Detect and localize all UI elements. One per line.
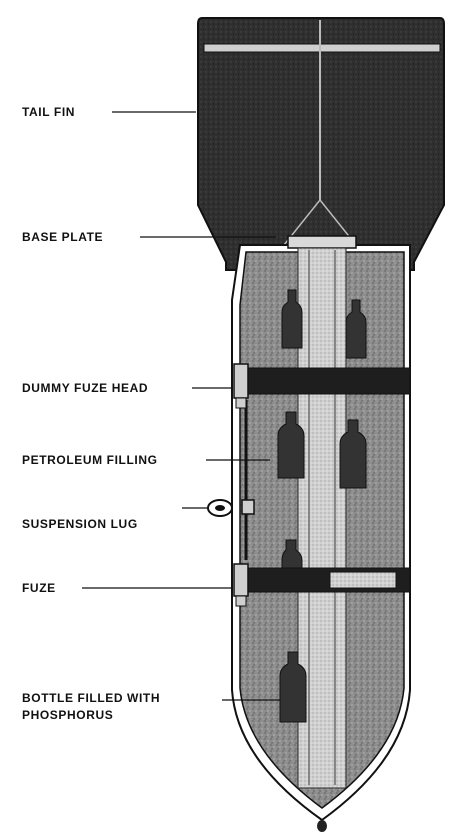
label-bottle-line-2: PHOSPHORUS <box>22 708 113 722</box>
fuze-assembly <box>233 563 411 607</box>
label-suspension-lug: SUSPENSION LUG <box>22 517 138 531</box>
leader-lines <box>82 111 280 701</box>
dummy-fuze-head <box>233 363 411 409</box>
label-tail-fin: TAIL FIN <box>22 105 75 119</box>
label-bottle-line-1: BOTTLE FILLED WITH <box>22 691 160 705</box>
tail-fin <box>197 17 445 301</box>
nose-tip <box>317 820 327 832</box>
phosphorus-bottles <box>277 289 367 723</box>
label-fuze: FUZE <box>22 581 56 595</box>
label-petroleum-filling: PETROLEUM FILLING <box>22 453 158 467</box>
suspension-lug <box>207 499 255 517</box>
label-base-plate: BASE PLATE <box>22 230 103 244</box>
base-plate <box>287 235 357 249</box>
label-dummy-fuze-head: DUMMY FUZE HEAD <box>22 381 148 395</box>
